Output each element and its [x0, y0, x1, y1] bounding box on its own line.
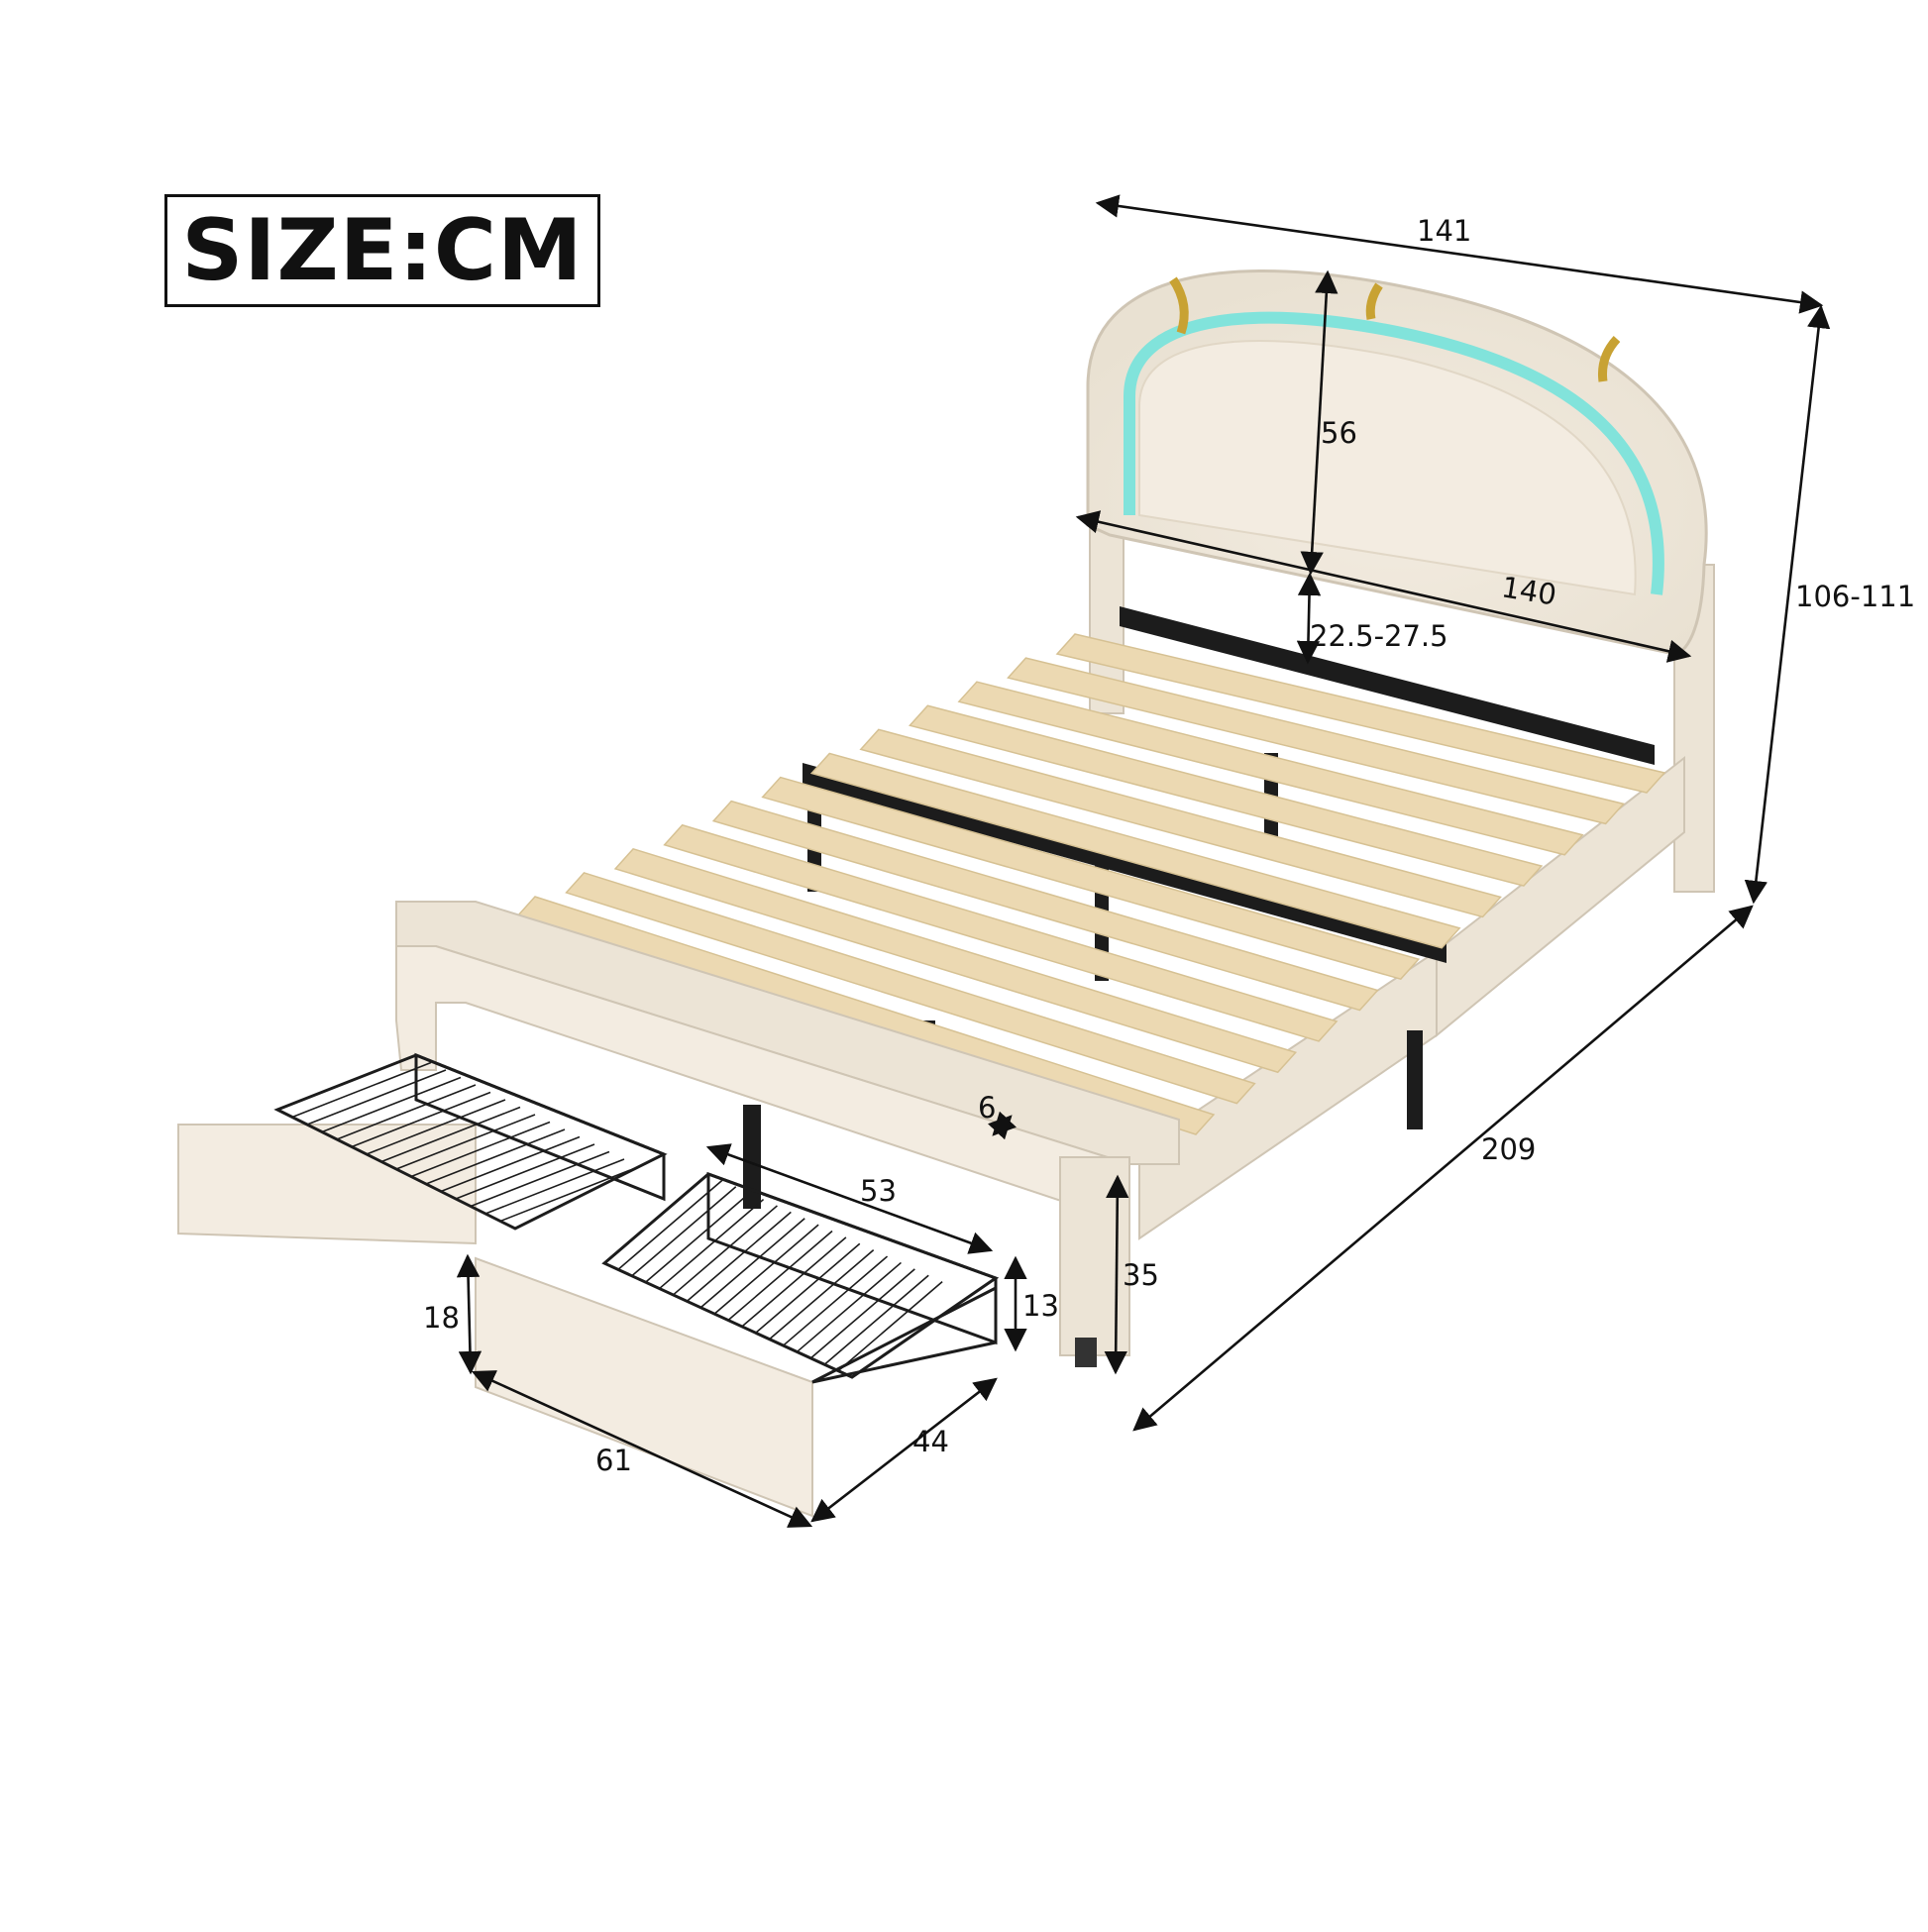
dimension-lines — [456, 194, 1831, 1528]
basket-wire — [291, 1061, 432, 1119]
basket-wire — [645, 1192, 751, 1283]
label-drawer-depth: 44 — [912, 1425, 949, 1458]
gold-trim-3 — [1598, 335, 1621, 382]
label-overall-height: 106-111 — [1795, 580, 1915, 613]
basket-wire — [351, 1091, 491, 1148]
basket-wire — [336, 1084, 477, 1140]
basket-wire — [796, 1261, 902, 1353]
basket-wire — [366, 1099, 506, 1155]
basket-wire — [755, 1242, 861, 1334]
basket-wire — [631, 1186, 737, 1277]
drawer-right — [475, 1171, 1000, 1518]
basket-wire — [410, 1121, 551, 1178]
drawer-right-front — [475, 1256, 813, 1518]
basket-wire — [321, 1076, 462, 1133]
dim-line-drawer-depth — [810, 1377, 998, 1523]
dim-line-overall-length — [1132, 905, 1754, 1432]
basket-wire — [470, 1150, 610, 1208]
basket-wire — [809, 1268, 915, 1359]
basket-wire — [699, 1218, 805, 1309]
label-headboard-height: 56 — [1321, 416, 1357, 450]
basket-wire — [499, 1165, 640, 1223]
label-bed-height: 35 — [1123, 1258, 1159, 1292]
basket-wire — [306, 1069, 447, 1126]
basket-wire — [672, 1205, 778, 1296]
dim-line-overall-height — [1744, 304, 1831, 905]
dim-line-drawer-height — [456, 1253, 482, 1375]
wooden-slat — [908, 704, 1544, 887]
dim-line-overall-width — [1095, 194, 1824, 314]
dim-line-drawer-length — [471, 1370, 813, 1528]
dim-line-bed-height — [1104, 1174, 1129, 1375]
label-overall-length: 209 — [1481, 1132, 1536, 1166]
dim-line-headboard-adjust — [1296, 572, 1322, 665]
basket-wire — [484, 1158, 625, 1215]
dim-line-drawer-inner-width — [705, 1143, 994, 1254]
basket-wire — [425, 1128, 566, 1185]
drawer-left — [177, 1052, 668, 1245]
label-slat-width: 6 — [978, 1091, 996, 1125]
dimension-labels: 141 106-111 209 56 140 22.5-27.5 6 35 53… — [423, 214, 1915, 1477]
wooden-slat — [957, 681, 1584, 856]
support-leg-4 — [1407, 1030, 1423, 1129]
basket-wire — [686, 1211, 792, 1302]
bed-illustration — [177, 269, 1715, 1518]
label-headboard-adjust: 22.5-27.5 — [1310, 619, 1448, 653]
basket-wire — [395, 1114, 536, 1170]
drawer-right-basket-edge — [811, 1285, 998, 1384]
drawer-left-basket-side — [414, 1052, 666, 1202]
basket-wire — [727, 1230, 833, 1322]
basket-wire — [713, 1224, 819, 1315]
drawer-left-wires — [291, 1061, 640, 1223]
leg-foot-cap — [1075, 1338, 1097, 1367]
basket-wire — [659, 1198, 765, 1290]
basket-wire — [380, 1106, 521, 1163]
size-unit-badge: SIZE:CM — [164, 194, 600, 307]
basket-wire — [823, 1274, 929, 1365]
label-drawer-inner-width: 53 — [860, 1174, 897, 1208]
basket-wire — [617, 1179, 723, 1270]
dim-line-slat — [988, 1111, 1017, 1140]
wooden-slat — [1055, 633, 1666, 794]
basket-wire — [837, 1281, 943, 1372]
basket-wire — [440, 1135, 581, 1193]
label-drawer-inner-height: 13 — [1022, 1289, 1059, 1323]
label-drawer-height: 18 — [423, 1301, 460, 1335]
basket-wire — [769, 1249, 875, 1341]
label-overall-width: 141 — [1417, 214, 1471, 248]
led-light-strip — [1124, 311, 1664, 595]
wooden-slat — [1007, 657, 1626, 825]
size-unit-label: SIZE:CM — [181, 201, 584, 300]
basket-wire — [783, 1255, 889, 1346]
footboard-right-leg — [1059, 1156, 1130, 1356]
label-drawer-length: 61 — [595, 1444, 632, 1477]
basket-wire — [455, 1143, 595, 1200]
dim-line-headboard-width — [1075, 510, 1692, 663]
